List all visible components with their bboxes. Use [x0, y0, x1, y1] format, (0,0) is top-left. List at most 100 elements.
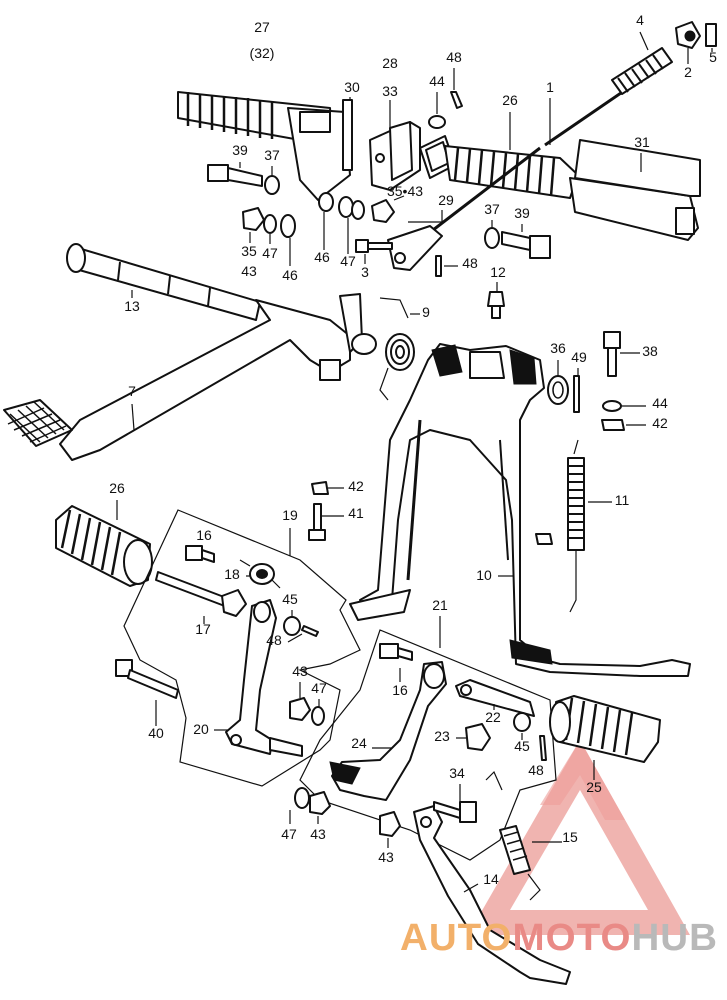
- washer-47-lower: [294, 787, 310, 809]
- part-label-l46b: 46: [314, 249, 330, 265]
- stand-spring-11: [567, 439, 585, 613]
- part-label-l48b: 48: [462, 255, 478, 271]
- nut-42-right: [601, 419, 625, 431]
- adjust-nut-2: [675, 21, 701, 49]
- part-label-l44a: 44: [429, 73, 445, 89]
- cotter-pin-48-lower: [539, 735, 547, 761]
- bolt-38: [603, 331, 621, 377]
- nut-43-bottom: [309, 791, 331, 815]
- footpeg-27: [177, 91, 351, 201]
- part-label-l5: 5: [709, 49, 717, 65]
- part-label-l26a: 26: [502, 92, 518, 108]
- watermark-logo: [468, 740, 690, 935]
- part-label-l25: 25: [586, 779, 602, 795]
- part-label-l46a: 46: [282, 267, 298, 283]
- part-label-l29: 29: [438, 192, 454, 208]
- part-label-l14: 14: [483, 871, 499, 887]
- cotter-pin-48-top: [450, 91, 463, 109]
- part-label-l31: 31: [634, 134, 650, 150]
- nut-23: [465, 723, 491, 751]
- washer-44-top: [428, 115, 446, 129]
- watermark-text: AUTOMOTOHUB: [400, 917, 718, 959]
- footpeg-26-lower: [55, 505, 153, 587]
- passenger-arm-24: [329, 661, 447, 801]
- bolt-34: [433, 801, 477, 823]
- bolt-40: [115, 659, 179, 699]
- washer-37-right: [484, 227, 500, 249]
- washer-47-mid: [311, 706, 325, 726]
- part-label-l3: 3: [361, 264, 369, 280]
- part-label-l24: 24: [351, 735, 367, 751]
- cotter-pin-49: [573, 375, 580, 413]
- part-label-l19: 19: [282, 507, 298, 523]
- part-label-l49: 49: [571, 349, 587, 365]
- part-label-l3543: 35•43: [387, 183, 423, 199]
- part-label-l45b: 45: [514, 738, 530, 754]
- part-label-l43c: 43: [310, 826, 326, 842]
- part-label-l4: 4: [636, 12, 644, 28]
- bolt-16-upper: [185, 545, 215, 563]
- part-label-l37b: 37: [484, 201, 500, 217]
- part-label-l27b: (32): [250, 45, 275, 61]
- footpeg-26-top: [444, 145, 579, 199]
- part-label-l48a: 48: [446, 49, 462, 65]
- part-label-l45a: 45: [282, 591, 298, 607]
- group-outline-19: [123, 509, 361, 787]
- watermark-hub: HUB: [631, 917, 718, 959]
- part-label-l39a: 39: [232, 142, 248, 158]
- side-stand-spring-15: [485, 770, 541, 901]
- pin-3: [355, 239, 393, 253]
- part-label-l44b: 44: [652, 395, 668, 411]
- spring-18: [239, 559, 281, 589]
- part-label-l22: 22: [485, 709, 501, 725]
- watermark-auto: AUTO: [400, 917, 513, 959]
- bolt-39-right: [501, 231, 551, 259]
- side-stand-14: [413, 805, 571, 985]
- svg-text:AUTOMOTOHUB: AUTOMOTOHUB: [400, 917, 718, 959]
- brake-pedal-7: [3, 293, 377, 461]
- washer-45-lower: [513, 712, 531, 732]
- lever-arm-29: [387, 225, 443, 271]
- part-label-l41: 41: [348, 505, 364, 521]
- nut-washer-stack-left: [242, 192, 365, 238]
- part-label-l1: 1: [546, 79, 554, 95]
- part-label-l26b: 26: [109, 480, 125, 496]
- rod-17: [155, 571, 247, 617]
- part-label-l43d: 43: [378, 849, 394, 865]
- part-label-l28: 28: [382, 55, 398, 71]
- part-label-l9: 9: [422, 304, 430, 320]
- pin-30: [342, 97, 353, 171]
- part-label-l13: 13: [124, 298, 140, 314]
- part-label-l47d: 47: [281, 826, 297, 842]
- part-label-l34: 34: [449, 765, 465, 781]
- part-label-l16a: 16: [196, 527, 212, 543]
- part-label-l42a: 42: [652, 415, 668, 431]
- bolt-16-lower: [379, 643, 413, 661]
- cotter-pin-48-center: [435, 255, 442, 277]
- part-label-l12: 12: [490, 264, 506, 280]
- part-label-l47b: 47: [340, 253, 356, 269]
- part-label-l23: 23: [434, 728, 450, 744]
- footpeg-25: [549, 695, 661, 763]
- part-label-l10: 10: [476, 567, 492, 583]
- nut-43-mid: [289, 697, 311, 721]
- part-label-l48c: 48: [266, 632, 282, 648]
- return-spring-9: [379, 297, 415, 401]
- part-label-l36a: 36: [550, 340, 566, 356]
- part-label-l7: 7: [128, 383, 136, 399]
- part-label-l39b: 39: [514, 205, 530, 221]
- grease-nipple-12: [487, 291, 505, 319]
- part-label-l20: 20: [193, 721, 209, 737]
- part-label-l48d: 48: [528, 762, 544, 778]
- part-label-l16b: 16: [392, 682, 408, 698]
- spring-4: [611, 47, 673, 95]
- part-label-l11: 11: [615, 492, 630, 508]
- nut-42-center: [311, 481, 329, 495]
- bolt-39-left: [207, 164, 263, 187]
- part-label-l17: 17: [195, 621, 211, 637]
- part-label-l47c: 47: [311, 680, 327, 696]
- part-label-l42b: 42: [348, 478, 364, 494]
- part-label-l30: 30: [344, 79, 360, 95]
